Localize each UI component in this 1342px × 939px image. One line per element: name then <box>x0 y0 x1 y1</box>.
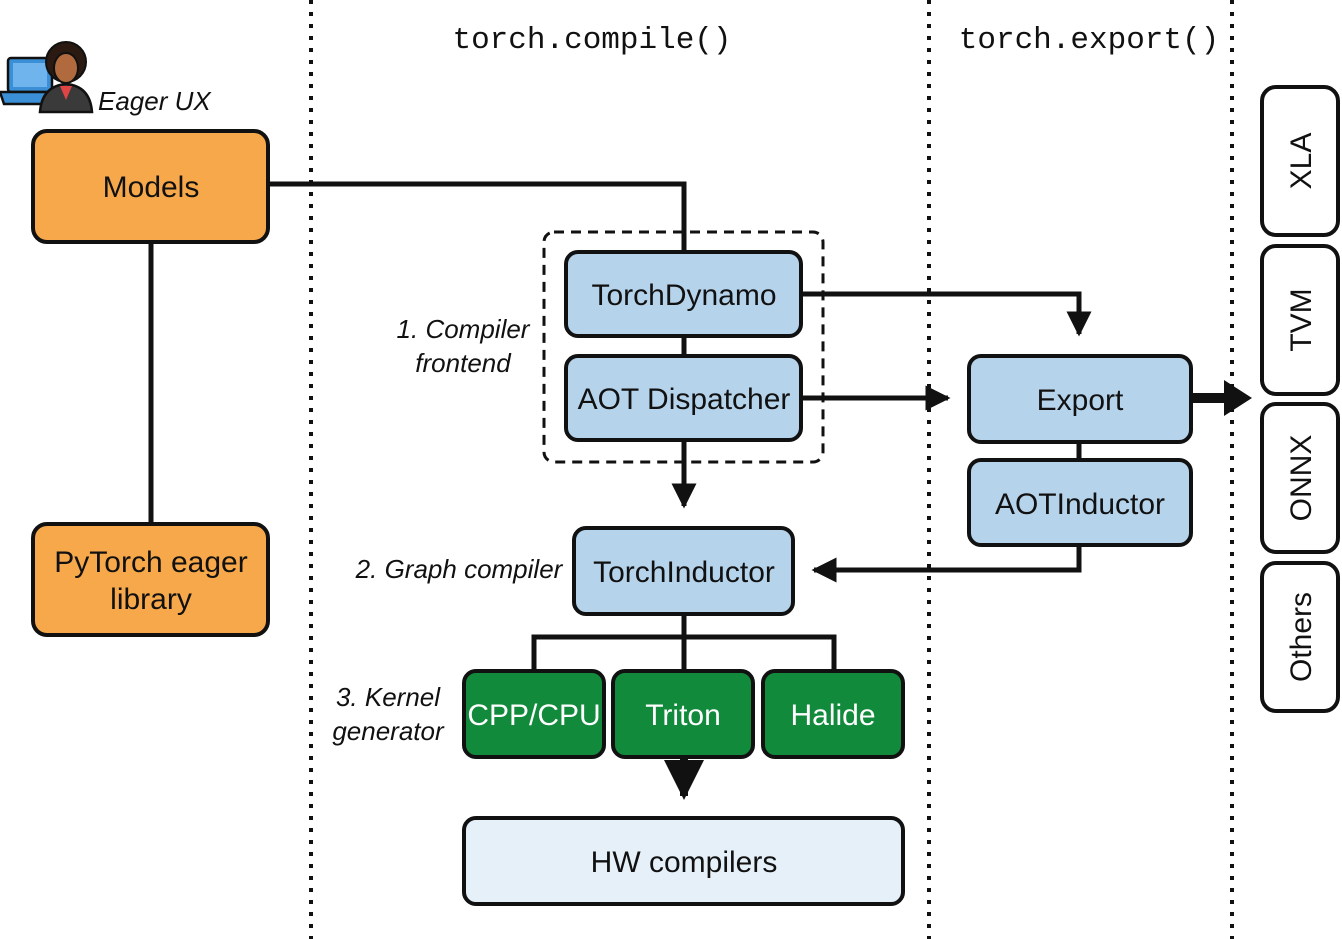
backend-others-label: Others <box>1285 592 1318 682</box>
triton-box <box>611 669 755 759</box>
backend-xla-box <box>1260 85 1340 237</box>
aot-dispatcher-box <box>564 354 803 442</box>
hw-compilers-box <box>462 816 905 906</box>
halide-box <box>761 669 905 759</box>
export-to-backends-arrowhead <box>1224 380 1252 416</box>
stage-frontend-line2: frontend <box>415 348 512 378</box>
stage-kernel-line1: 3. Kernel <box>336 682 441 712</box>
models-box <box>31 129 270 244</box>
cpp-cpu-label: CPP/CPU <box>467 699 600 732</box>
stage-kernel-line2: generator <box>332 716 445 746</box>
compiler-frontend-group <box>542 230 825 464</box>
cpp-cpu-box <box>462 669 606 759</box>
section-title-compile: torch.compile() <box>452 23 731 58</box>
eager-ux-label: Eager UX <box>98 86 212 116</box>
torchinductor-label: TorchInductor <box>593 556 775 589</box>
connectors <box>148 181 1092 800</box>
halide-label: Halide <box>790 699 875 732</box>
aotinductor-label: AOTInductor <box>995 488 1165 521</box>
aot-dispatcher-label: AOT Dispatcher <box>578 383 791 416</box>
section-title-export: torch.export() <box>959 23 1219 58</box>
stage-graph-compiler: 2. Graph compiler <box>355 554 564 584</box>
export-label: Export <box>1037 384 1124 417</box>
triton-label: Triton <box>645 699 721 732</box>
user-laptop-icon <box>0 41 94 114</box>
models-label: Models <box>103 171 200 204</box>
export-box <box>967 354 1193 444</box>
aotinductor-box <box>967 458 1193 547</box>
torchdynamo-box <box>564 250 803 338</box>
pytorch-eager-library-box <box>31 522 270 637</box>
pytorch-eager-label-line1: PyTorch eager <box>54 546 247 579</box>
hw-compilers-label: HW compilers <box>591 846 778 879</box>
backend-tvm-label: TVM <box>1285 288 1318 351</box>
backend-onnx-box <box>1260 402 1340 554</box>
pytorch-eager-label-line2: library <box>110 583 192 616</box>
torchinductor-box <box>572 526 795 616</box>
backend-xla-label: XLA <box>1285 133 1318 190</box>
stage-frontend-line1: 1. Compiler <box>397 314 531 344</box>
backend-others-box <box>1260 561 1340 713</box>
torchdynamo-label: TorchDynamo <box>591 279 776 312</box>
backend-tvm-box <box>1260 244 1340 396</box>
backend-onnx-label: ONNX <box>1285 435 1318 522</box>
